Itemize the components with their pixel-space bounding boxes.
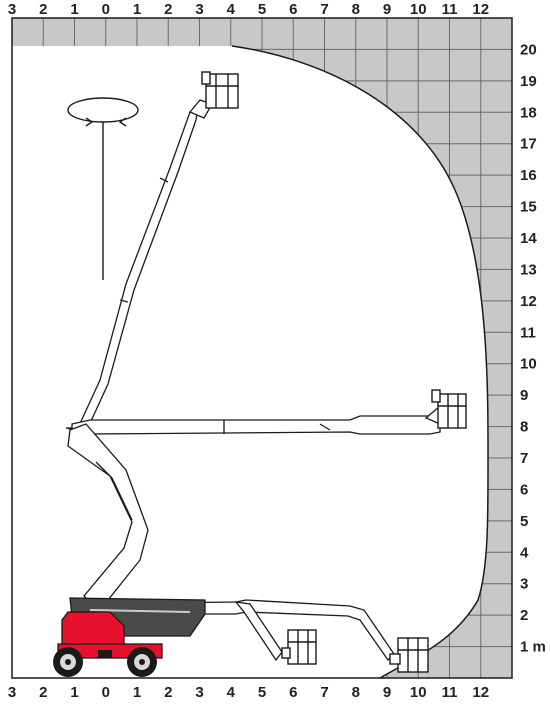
y-tick-label: 6: [520, 481, 528, 498]
x-tick-label-top: 4: [227, 1, 236, 18]
y-tick-label: 16: [520, 167, 537, 184]
reach-envelope: [231, 45, 489, 679]
x-tick-label-bottom: 11: [442, 684, 458, 701]
x-tick-label-top: 3: [195, 1, 203, 18]
x-tick-label-top: 5: [258, 1, 266, 18]
x-tick-label-bottom: 5: [258, 684, 266, 701]
y-tick-label: 12: [520, 293, 537, 310]
basket-icon: [201, 71, 239, 109]
x-tick-label-bottom: 2: [164, 684, 172, 701]
machine-base: [53, 597, 206, 677]
y-tick-label: 8: [520, 419, 528, 436]
y-tick-label: 18: [520, 104, 537, 121]
lower-boom-knuckle: [67, 423, 149, 605]
y-tick-label: 17: [520, 136, 537, 153]
y-tick-label: 14: [520, 230, 537, 247]
out-of-reach-grid: [12, 18, 512, 678]
y-tick-label: 10: [520, 356, 537, 373]
y-tick-label: 15: [520, 199, 537, 216]
y-tick-label: 11: [520, 324, 536, 341]
boom-top-position: [65, 99, 213, 433]
x-tick-label-top: 8: [352, 1, 360, 18]
x-tick-label-top: 0: [102, 1, 110, 18]
x-tick-label-top: 1: [70, 1, 78, 18]
x-tick-label-top: 9: [383, 1, 391, 18]
x-tick-label-bottom: 1: [133, 684, 141, 701]
y-tick-label: 13: [520, 261, 537, 278]
y-tick-label: 4: [520, 544, 529, 561]
counterweight: [61, 611, 125, 647]
y-tick-label: 3: [520, 576, 528, 593]
x-tick-label-bottom: 6: [289, 684, 297, 701]
x-tick-label-bottom: 1: [70, 684, 78, 701]
x-tick-label-bottom: 3: [8, 684, 16, 701]
x-tick-label-bottom: 3: [195, 684, 203, 701]
y-tick-label: 7: [520, 450, 528, 467]
basket-icon: [431, 389, 467, 429]
diagram-frame: [11, 17, 513, 679]
y-tick-label: 9: [520, 387, 528, 404]
x-tick-label-top: 12: [472, 1, 489, 18]
x-tick-label-top: 3: [8, 1, 16, 18]
y-tick-label: 1 m: [520, 639, 546, 656]
x-tick-label-top: 6: [289, 1, 297, 18]
y-tick-label: 20: [520, 41, 537, 58]
x-tick-label-top: 2: [164, 1, 172, 18]
wheel-icon: [53, 647, 83, 677]
x-tick-label-bottom: 7: [320, 684, 328, 701]
x-tick-label-bottom: 2: [39, 684, 47, 701]
x-tick-label-top: 2: [39, 1, 47, 18]
wheel-icon: [127, 647, 157, 677]
x-tick-label-bottom: 10: [410, 684, 427, 701]
boom-horizontal-position: [71, 405, 449, 441]
rotation-arrow-icon: [67, 97, 139, 280]
x-tick-label-bottom: 12: [472, 684, 489, 701]
x-tick-label-top: 10: [410, 1, 427, 18]
x-tick-label-top: 7: [320, 1, 328, 18]
y-tick-label: 2: [520, 607, 528, 624]
basket-icon: [389, 637, 429, 673]
x-tick-label-bottom: 0: [102, 684, 110, 701]
x-tick-label-bottom: 9: [383, 684, 391, 701]
basket-icon: [281, 629, 317, 665]
x-tick-label-bottom: 8: [352, 684, 360, 701]
x-tick-label-bottom: 4: [227, 684, 236, 701]
y-tick-label: 5: [520, 513, 528, 530]
x-tick-label-top: 1: [133, 1, 141, 18]
x-tick-label-top: 11: [442, 1, 458, 18]
y-tick-label: 19: [520, 73, 537, 90]
